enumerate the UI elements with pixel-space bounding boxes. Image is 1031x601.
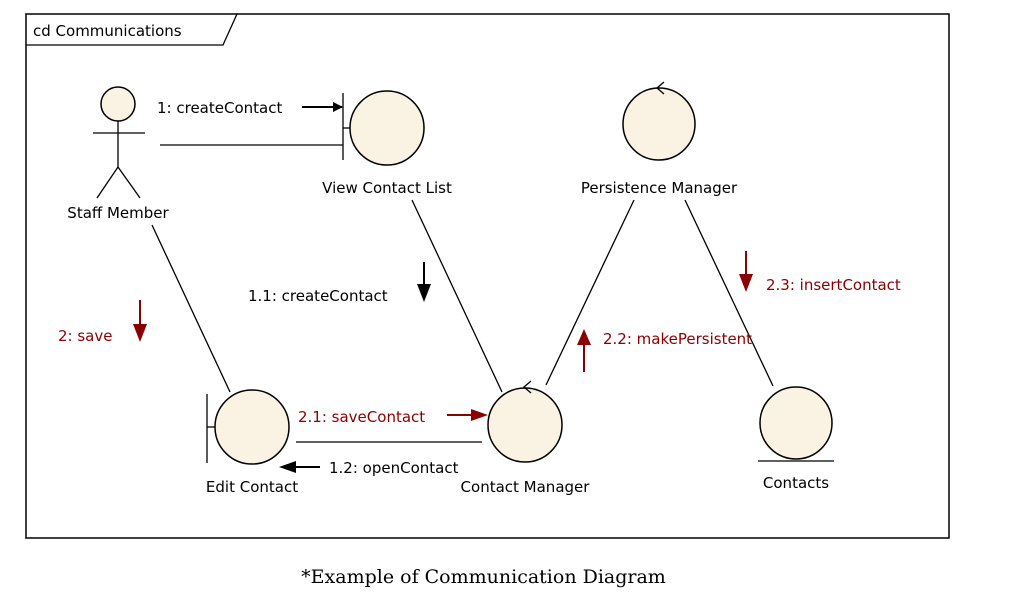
arrow-down-icon — [133, 300, 147, 342]
figure-caption: *Example of Communication Diagram — [301, 566, 666, 588]
message-label: 2: save — [58, 327, 112, 345]
link-staff-editcontact — [151, 224, 231, 393]
control-icon — [487, 380, 563, 463]
contacts-label: Contacts — [763, 474, 829, 492]
message-label: 2.2: makePersistent — [603, 330, 752, 348]
arrow-down-icon — [739, 251, 753, 292]
diagram-frame — [25, 13, 950, 539]
link-persistence-contacts — [684, 199, 774, 387]
control-icon — [622, 81, 696, 161]
arrow-up-icon — [577, 329, 591, 372]
actor-icon — [93, 86, 145, 199]
message-label: 1: createContact — [157, 99, 282, 117]
arrow-left-icon — [279, 461, 320, 473]
message-label: 1.2: openContact — [329, 459, 459, 477]
frame-tab — [26, 13, 238, 46]
arrow-down-icon — [417, 262, 431, 302]
contact-manager-label: Contact Manager — [461, 478, 591, 496]
boundary-icon — [342, 90, 425, 166]
staff-member-label: Staff Member — [67, 204, 169, 222]
message-label: 2.3: insertContact — [766, 276, 901, 294]
edit-contact-label: Edit Contact — [206, 478, 298, 496]
view-contact-list-label: View Contact List — [322, 179, 452, 197]
link-persistence-contactmanager — [545, 199, 635, 386]
arrow-right-icon — [447, 409, 488, 421]
message-label: 1.1: createContact — [248, 287, 388, 305]
frame-title: cd Communications — [33, 22, 182, 40]
link-viewlist-contactmanager — [411, 199, 503, 393]
message-label: 2.1: saveContact — [298, 408, 425, 426]
entity-icon — [758, 386, 834, 462]
persistence-manager-label: Persistence Manager — [581, 179, 738, 197]
boundary-icon — [206, 389, 290, 465]
